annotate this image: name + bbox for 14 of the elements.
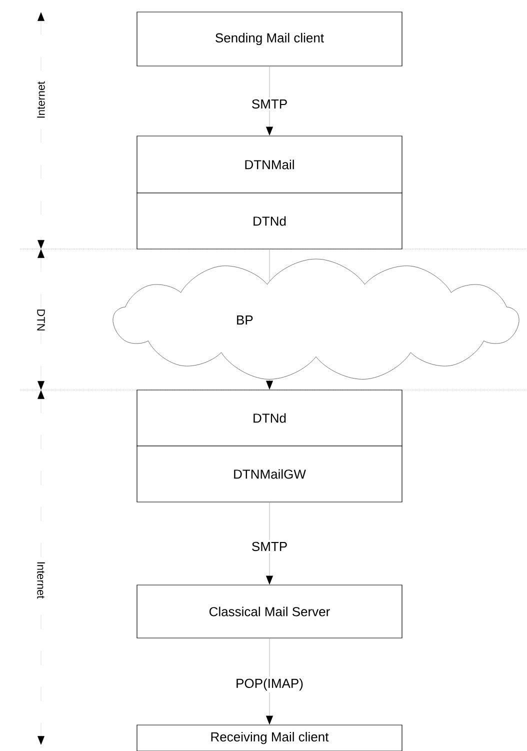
- process-box: DTNMailGW: [136, 446, 402, 502]
- process-box: DTNd: [136, 192, 402, 250]
- process-box: DTNMail: [136, 136, 402, 194]
- region-label: Internet: [36, 80, 46, 120]
- process-box: DTNd: [136, 390, 402, 446]
- region-label: Internet: [36, 560, 46, 600]
- region-label: DTN: [36, 308, 46, 332]
- process-box: Sending Mail client: [136, 12, 402, 66]
- cloud: BP: [112, 258, 520, 380]
- edge-label: SMTP: [249, 97, 290, 111]
- edge-label: SMTP: [249, 540, 290, 554]
- process-box: Classical Mail Server: [136, 584, 402, 638]
- edge-label: POP(IMAP): [234, 676, 306, 693]
- process-box: Receiving Mail client: [136, 724, 402, 751]
